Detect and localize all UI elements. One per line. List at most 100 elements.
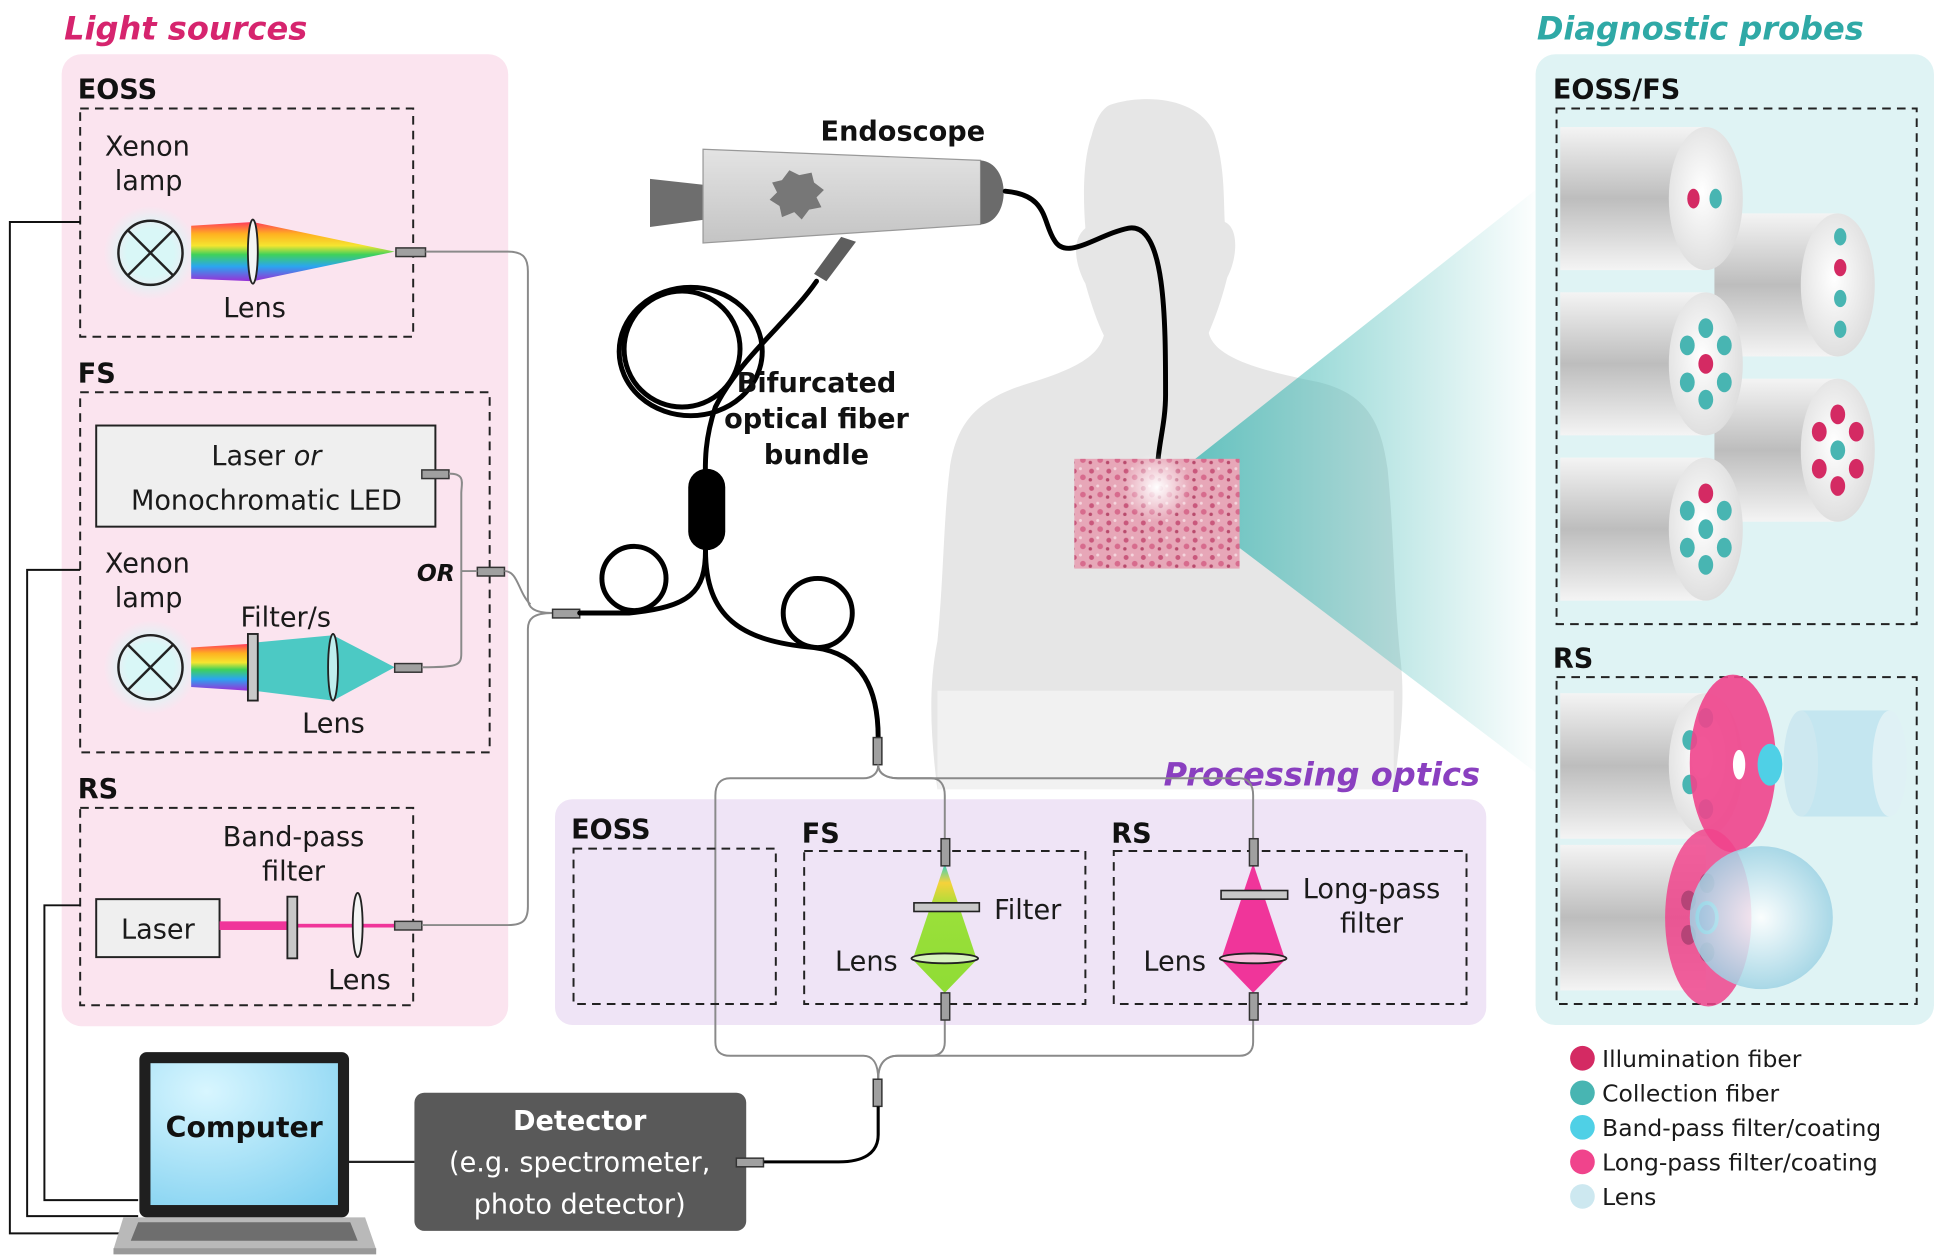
raman-probe-ball-lens [1560, 828, 1833, 1007]
lens-label: Lens [302, 709, 365, 740]
rs-processing-fiber-out [877, 1020, 1255, 1080]
probe-view-cone [1159, 185, 1542, 778]
long-pass-filter-icon [1220, 889, 1289, 900]
legend-item: Illumination fiber [1570, 1045, 1802, 1073]
lens-swatch [1570, 1184, 1595, 1209]
xenon-lamp-label-2: lamp [115, 583, 183, 614]
detector-subtitle-2: photo detector) [474, 1190, 686, 1221]
filter-label: Filter [994, 895, 1062, 926]
diagnostic-probes-title: Diagnostic probes [1537, 9, 1864, 47]
legend-label: Lens [1602, 1183, 1656, 1211]
laser-or-led-box [95, 424, 437, 528]
laser-label: Laser [121, 915, 196, 946]
filtered-excitation-beam [254, 635, 395, 701]
bundle-label-3: bundle [764, 440, 869, 471]
computer-label: Computer [166, 1111, 323, 1144]
laser-box [95, 898, 221, 959]
fs-processing-fiber-out [877, 1020, 946, 1080]
light-sources-panel [61, 54, 509, 1027]
legend-label: Long-pass filter/coating [1602, 1148, 1878, 1176]
fs-processing-label: FS [802, 818, 840, 849]
bundle-label-2: optical fiber [724, 404, 909, 435]
filter-label: Filter/s [241, 603, 331, 634]
long-pass-filter-label: Long-pass [1303, 874, 1441, 905]
fiber-connector [735, 1157, 765, 1168]
fs-or-fiber [421, 472, 463, 669]
detector-subtitle: (e.g. spectrometer, [449, 1148, 710, 1179]
eoss-processing-fiber [714, 764, 880, 1080]
eoss-fs-probes-label: EOSS/FS [1553, 75, 1680, 106]
xenon-lamp-icon [117, 219, 184, 287]
rs-output-fiber [421, 612, 553, 927]
fs-output-fiber [504, 570, 532, 606]
monochromatic-led-label: Monochromatic LED [131, 485, 402, 516]
legend-label: Illumination fiber [1602, 1045, 1802, 1073]
xenon-lamp-label: Xenon [105, 548, 190, 579]
legend-item: Long-pass filter/coating [1570, 1148, 1878, 1176]
lens-label: Lens [223, 293, 286, 324]
probe-six-around-one-illumination [1560, 292, 1743, 436]
eoss-processing-label: EOSS [571, 815, 650, 846]
rs-source-label: RS [78, 774, 118, 805]
detector-fiber [762, 1106, 880, 1164]
lens-label: Lens [835, 947, 898, 978]
lens-icon [1218, 952, 1288, 965]
lens-label: Lens [328, 965, 391, 996]
lens-icon [327, 633, 339, 702]
band-pass-filter-swatch [1570, 1114, 1595, 1140]
fiber-connector [551, 608, 581, 619]
band-pass-filter-label: Band-pass [223, 822, 365, 853]
lens-icon [910, 952, 980, 965]
processing-optics-title: Processing optics [1164, 756, 1480, 794]
rs-source-box [79, 806, 415, 1007]
band-pass-filter-label-2: filter [262, 857, 326, 888]
xenon-lamp-label: Xenon [105, 131, 190, 162]
computer-cable [26, 568, 139, 1218]
detector-title: Detector [513, 1106, 647, 1137]
legend: Illumination fiber Collection fiber Band… [1570, 1045, 1881, 1211]
legend-item: Collection fiber [1570, 1079, 1780, 1107]
human-silhouette [931, 99, 1403, 802]
laser-beam-filtered [293, 923, 399, 928]
endoscope-label: Endoscope [821, 117, 986, 148]
lens-icon [351, 892, 364, 959]
legend-label: Band-pass filter/coating [1602, 1114, 1881, 1142]
fiber-connector [393, 920, 423, 931]
rs-probes-label: RS [1553, 643, 1593, 674]
fiber-connector [1248, 992, 1259, 1021]
illumination-fiber-swatch [1570, 1045, 1595, 1071]
computer-laptop-icon [113, 1052, 377, 1255]
xenon-lamp-label-2: lamp [115, 166, 183, 197]
filter-icon [246, 633, 259, 702]
legend-item: Lens [1570, 1183, 1656, 1211]
fiber-connector [476, 566, 506, 577]
laser-or-led-label: Laser or [211, 441, 323, 472]
probe-offset-illumination [1560, 457, 1743, 601]
laser-beam [219, 921, 288, 930]
eoss-fs-probes-box [1555, 107, 1918, 626]
collection-fiber-swatch [1570, 1080, 1595, 1106]
fiber-connector [940, 992, 951, 1021]
broadband-beam [191, 222, 395, 282]
legend-item: Band-pass filter/coating [1570, 1114, 1881, 1142]
legend-label: Collection fiber [1602, 1079, 1779, 1107]
fiber-connector [872, 1078, 883, 1108]
xenon-lamp-icon [117, 633, 184, 701]
bifurcated-fiber-bundle [577, 278, 883, 766]
rs-processing-box [1112, 850, 1468, 1005]
detector-box [414, 1092, 747, 1231]
fs-filter-icon [913, 902, 981, 913]
computer-cable [8, 221, 139, 1235]
tissue-illumination-glow [1122, 452, 1192, 522]
eoss-source-label: EOSS [78, 75, 157, 106]
rs-processing-fiber-in [877, 764, 1255, 839]
raman-probe-filtered-lens [1560, 674, 1907, 853]
fiber-connector [393, 662, 423, 673]
probe-two-fiber [1560, 127, 1743, 271]
lens-icon [246, 218, 259, 285]
rs-processing-label: RS [1111, 818, 1151, 849]
fiber-connector [940, 837, 951, 867]
fiber-connector [421, 469, 450, 480]
broadband-beam [191, 643, 250, 691]
